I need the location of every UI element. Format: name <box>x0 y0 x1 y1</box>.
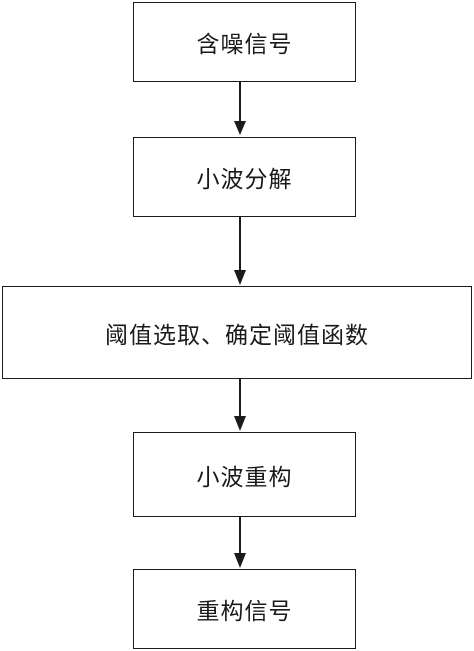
step-box-wavelet-reconstruction: 小波重构 <box>133 432 356 517</box>
step-label: 小波分解 <box>196 167 293 193</box>
arrow-1-to-2 <box>234 82 246 135</box>
arrow-2-to-3 <box>234 217 246 285</box>
step-label: 小波重构 <box>196 464 293 491</box>
step-box-wavelet-decomposition: 小波分解 <box>133 137 356 217</box>
step-label: 阈值选取、确定阈值函数 <box>105 322 369 349</box>
step-box-reconstructed-signal: 重构信号 <box>133 569 356 649</box>
step-label: 含噪信号 <box>196 32 293 58</box>
step-box-noisy-signal: 含噪信号 <box>133 2 356 82</box>
arrow-4-to-5 <box>234 517 246 568</box>
arrow-3-to-4 <box>234 379 246 431</box>
step-box-threshold-selection: 阈值选取、确定阈值函数 <box>2 286 472 379</box>
step-label: 重构信号 <box>196 599 293 625</box>
